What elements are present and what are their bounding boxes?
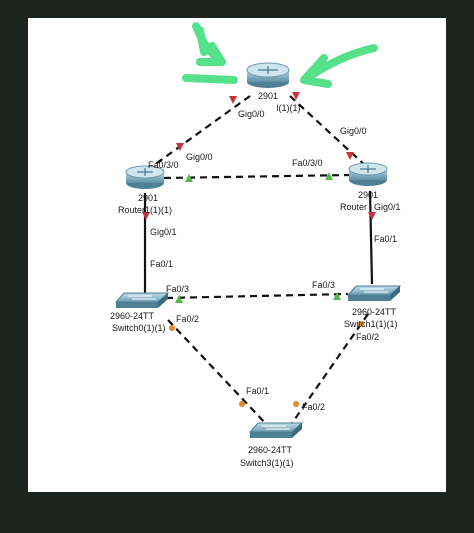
marker-right-bottom-top <box>358 321 364 327</box>
switch-name-label: Switch3(1)(1) <box>240 458 294 468</box>
link-markers <box>142 92 376 407</box>
port-label: Gig0/0 <box>186 152 213 162</box>
router-name-label: Router <box>340 202 367 212</box>
links <box>143 95 374 427</box>
router-model-label: 2901 <box>358 190 378 200</box>
marker-left-bottom-top <box>169 325 175 331</box>
port-label: Fa0/1 <box>246 386 269 396</box>
topology-diagram: 2901 l(1)(1) 2901 Router1(1)(1) 2901 Rou… <box>110 22 402 468</box>
port-labels: Gig0/0 Gig0/0 Gig0/0 Fa0/3/0 Fa0/3/0 Gig… <box>148 109 401 412</box>
switch-name-label: Switch1(1)(1) <box>344 319 398 329</box>
port-label: Fa0/2 <box>302 402 325 412</box>
marker-switches-left <box>175 295 183 303</box>
switch-bottom[interactable]: 2960-24TT Switch3(1)(1) <box>240 422 304 468</box>
link-top-left[interactable] <box>149 95 251 169</box>
port-label: Fa0/3/0 <box>148 160 179 170</box>
link-right-bottom[interactable] <box>289 313 369 427</box>
link-top-right[interactable] <box>289 95 369 169</box>
port-label: Gig0/0 <box>238 109 265 119</box>
router-name-label: Router1(1)(1) <box>118 205 172 215</box>
switch-model-label: 2960-24TT <box>248 445 293 455</box>
marker-right-bottom-bottom <box>293 401 299 407</box>
port-label: Gig0/1 <box>374 202 401 212</box>
annotation-arrow-right-base-icon <box>182 74 238 84</box>
topology-canvas[interactable]: 2901 l(1)(1) 2901 Router1(1)(1) 2901 Rou… <box>28 18 446 492</box>
router-model-label: 2901 <box>138 193 158 203</box>
annotation-arrow-right-icon <box>300 44 378 88</box>
marker-routers-left <box>185 174 193 182</box>
link-left-bottom[interactable] <box>167 319 269 427</box>
switch-left[interactable]: 2960-24TT Switch0(1)(1) <box>110 292 170 333</box>
router-model-label: 2901 <box>258 91 278 101</box>
port-label: Fa0/1 <box>374 234 397 244</box>
marker-routers-right <box>325 172 333 180</box>
marker-top-right-bottom <box>346 152 354 160</box>
port-label: Gig0/0 <box>340 126 367 136</box>
port-label: Fa0/2 <box>356 332 379 342</box>
marker-right-vertical <box>368 212 376 220</box>
marker-left-bottom-bottom <box>239 401 245 407</box>
link-right-vertical[interactable] <box>368 190 374 285</box>
port-label: Fa0/3 <box>166 284 189 294</box>
router-name-label: l(1)(1) <box>274 103 301 113</box>
router-left[interactable]: 2901 Router1(1)(1) <box>118 165 172 215</box>
marker-switches-right <box>333 292 341 300</box>
port-label: Gig0/1 <box>150 227 177 237</box>
link-switches[interactable] <box>165 292 349 300</box>
switch-name-label: Switch0(1)(1) <box>112 323 166 333</box>
link-routers[interactable] <box>163 173 351 180</box>
marker-top-left-bottom <box>176 143 184 151</box>
marker-top-right-top <box>292 92 300 100</box>
port-label: Fa0/2 <box>176 314 199 324</box>
router-right[interactable]: 2901 Router <box>340 162 388 212</box>
annotation-arrows <box>182 22 378 88</box>
port-label: Fa0/3 <box>312 280 335 290</box>
router-top[interactable]: 2901 l(1)(1) <box>246 62 301 113</box>
switch-model-label: 2960-24TT <box>110 311 155 321</box>
marker-top-left-top <box>229 96 237 104</box>
annotation-arrow-left-tail-icon <box>196 26 208 56</box>
port-label: Fa0/3/0 <box>292 158 323 168</box>
marker-left-vertical <box>142 212 150 220</box>
port-label: Fa0/1 <box>150 259 173 269</box>
switch-model-label: 2960-24TT <box>352 307 397 317</box>
switch-right[interactable]: 2960-24TT Switch1(1)(1) <box>344 285 402 329</box>
